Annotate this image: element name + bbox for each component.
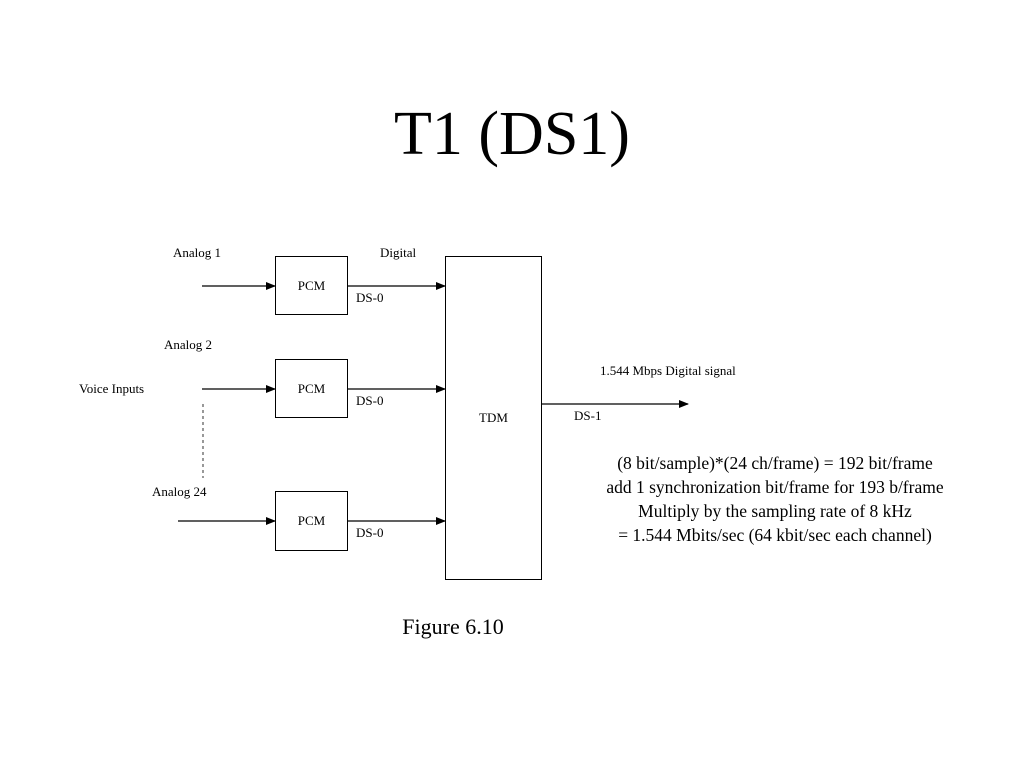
formula-line: add 1 synchronization bit/frame for 193 … — [606, 477, 944, 497]
slide-title: T1 (DS1) — [394, 100, 630, 168]
input-label-analog-24: Analog 24 — [152, 484, 207, 499]
pcm-block-24: PCM — [275, 491, 348, 551]
ds0-label-1: DS-0 — [356, 290, 384, 305]
ds0-label-2: DS-0 — [356, 393, 384, 408]
formula-line: = 1.544 Mbits/sec (64 kbit/sec each chan… — [618, 525, 932, 545]
ds1-label: DS-1 — [574, 408, 602, 423]
ds0-label-24: DS-0 — [356, 525, 384, 540]
formula-line: (8 bit/sample)*(24 ch/frame) = 192 bit/f… — [617, 453, 933, 473]
formula-line: Multiply by the sampling rate of 8 kHz — [638, 501, 912, 521]
tdm-block: TDM — [445, 256, 542, 580]
voice-inputs-label: Voice Inputs — [79, 381, 145, 396]
digital-label: Digital — [380, 245, 417, 260]
input-label-analog-2: Analog 2 — [164, 337, 213, 352]
bitrate-formula: (8 bit/sample)*(24 ch/frame) = 192 bit/f… — [575, 451, 975, 547]
input-label-analog-1: Analog 1 — [173, 245, 222, 260]
pcm-block-2: PCM — [275, 359, 348, 418]
figure-caption: Figure 6.10 — [402, 614, 504, 639]
output-rate-label: 1.544 Mbps Digital signal — [600, 363, 736, 378]
pcm-block-1: PCM — [275, 256, 348, 315]
